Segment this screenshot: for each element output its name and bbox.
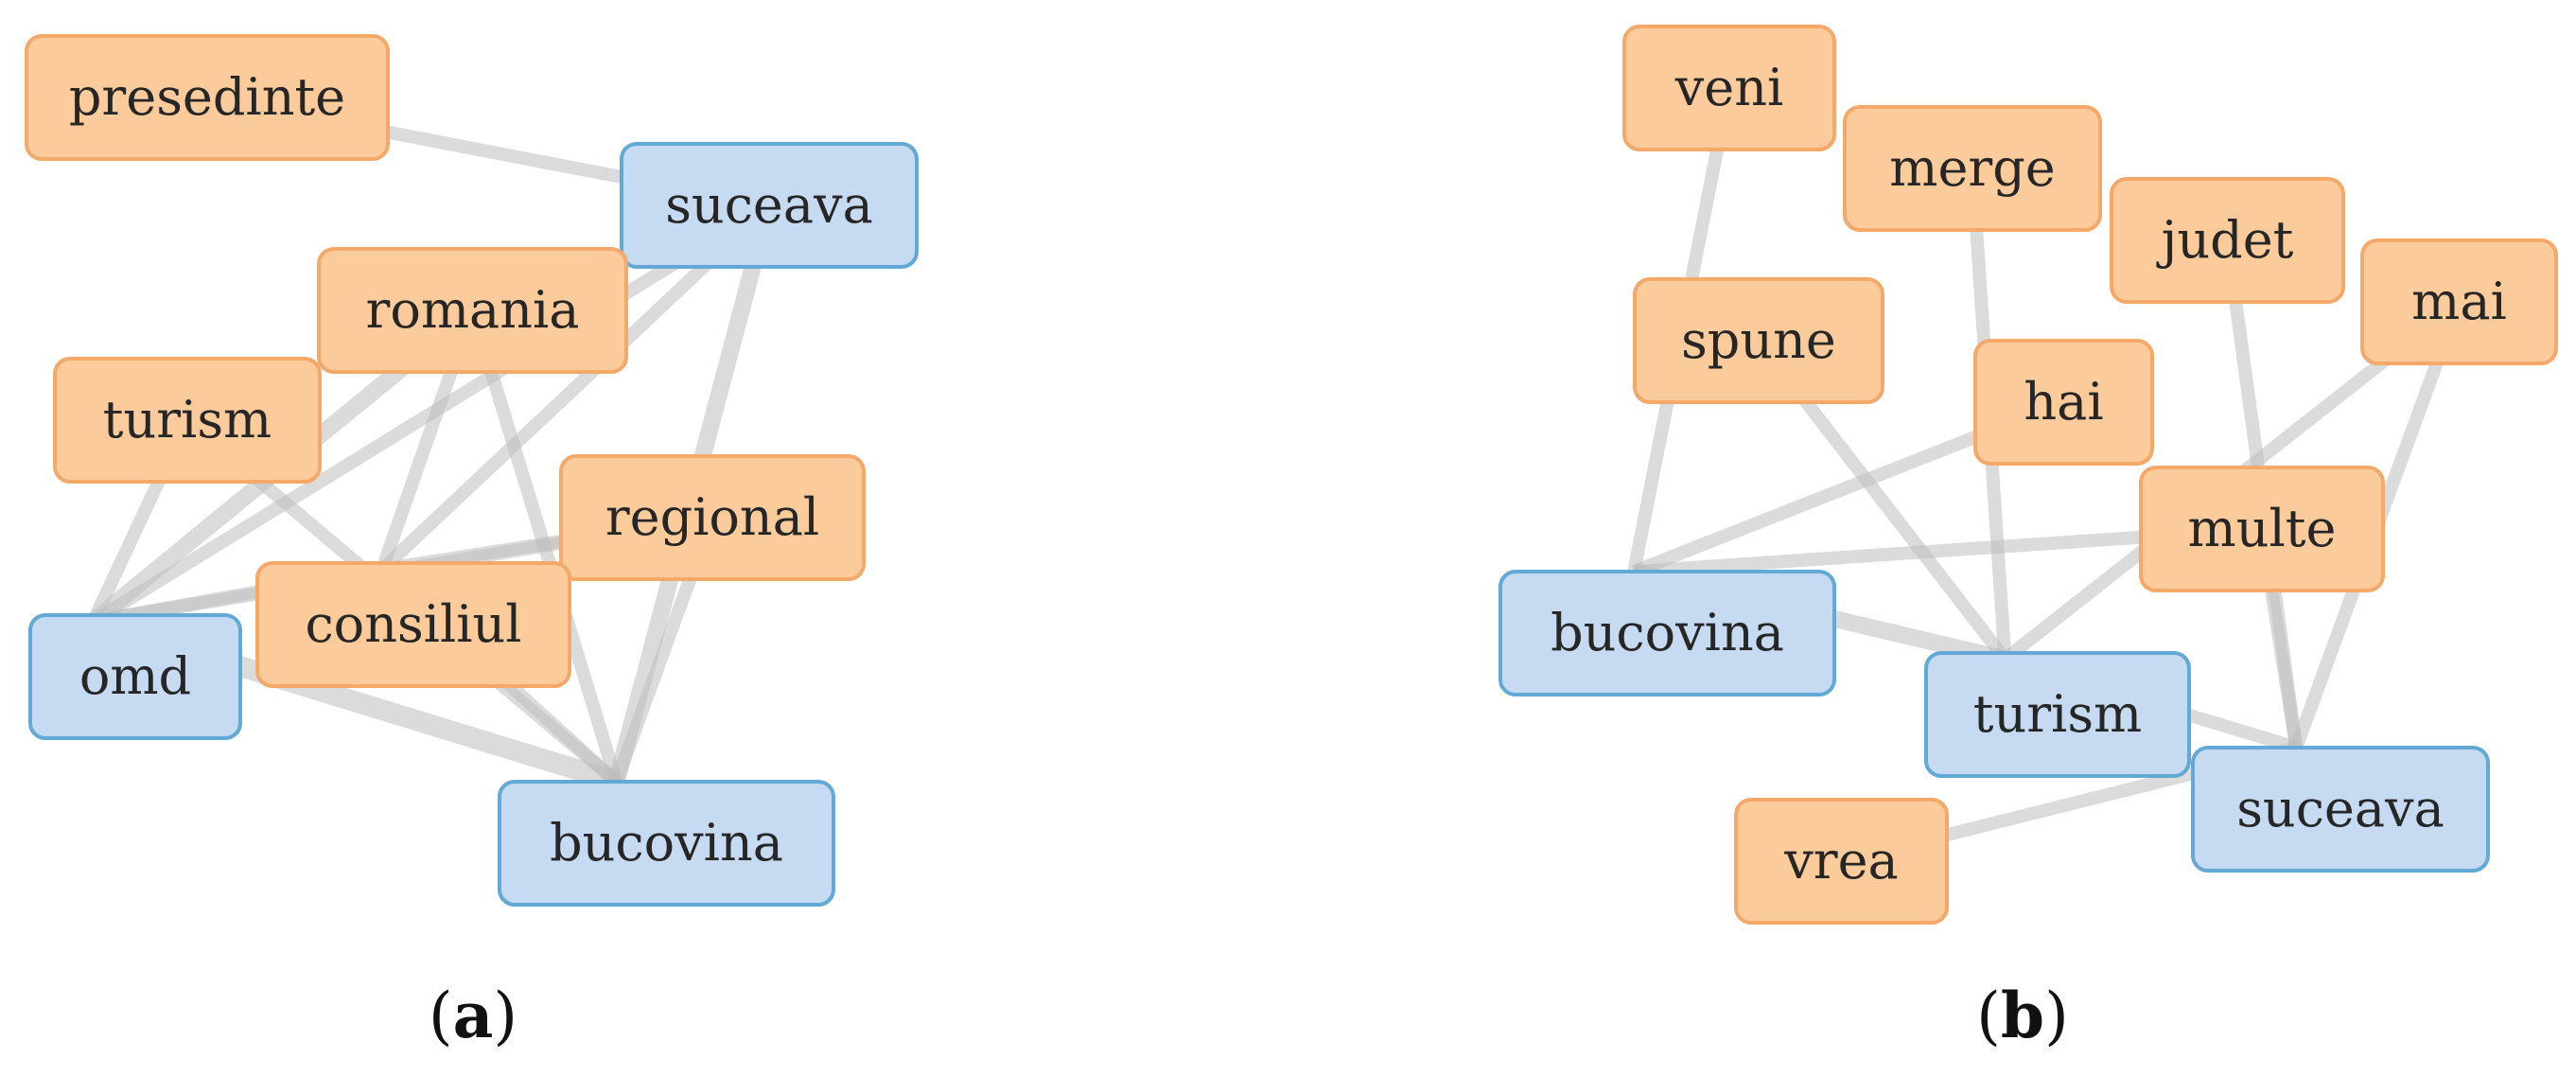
node-label: regional xyxy=(605,487,819,547)
node-label: vrea xyxy=(1783,831,1898,891)
node-box xyxy=(2360,238,2558,365)
node-label: spune xyxy=(1681,310,1836,370)
node-label: bucovina xyxy=(1551,603,1784,662)
node-box xyxy=(2110,177,2345,304)
node-romania: romania xyxy=(317,247,628,374)
node-box xyxy=(25,34,390,161)
panel-b: veni merge judet mai spune hai multe bucovina tu… xyxy=(1498,25,2558,1052)
node-label: multe xyxy=(2188,499,2337,558)
node-box xyxy=(2139,466,2385,592)
node-label: turism xyxy=(103,390,272,450)
node-box xyxy=(1973,339,2154,466)
node-box xyxy=(255,561,571,688)
node-box xyxy=(559,454,866,581)
panel-a-nodes: presedinte suceava romania turism regional co… xyxy=(25,34,919,907)
node-suceava: suceava xyxy=(620,142,919,269)
node-regional: regional xyxy=(559,454,866,581)
panel-b-caption: (b) xyxy=(1976,979,2069,1052)
node-box xyxy=(1633,277,1884,404)
node-label: suceava xyxy=(665,175,873,235)
node-judet: judet xyxy=(2110,177,2345,304)
node-label: presedinte xyxy=(69,67,345,127)
node-box xyxy=(53,357,322,484)
node-label: suceava xyxy=(2236,779,2445,838)
node-vrea: vrea xyxy=(1734,798,1949,925)
node-label: merge xyxy=(1889,138,2056,198)
node-label: omd xyxy=(79,646,191,706)
node-box xyxy=(1622,25,1836,151)
node-label: mai xyxy=(2411,272,2507,331)
node-spune: spune xyxy=(1633,277,1884,404)
node-box xyxy=(28,613,242,740)
node-label: veni xyxy=(1674,58,1784,117)
node-box xyxy=(1843,105,2102,232)
panel-a-caption: (a) xyxy=(429,979,517,1052)
node-consiliul: consiliul xyxy=(255,561,571,688)
node-box xyxy=(1498,570,1836,697)
node-suceava: suceava xyxy=(2191,746,2490,873)
node-label: romania xyxy=(366,280,580,340)
node-label: bucovina xyxy=(550,813,783,873)
panel-a: presedinte suceava romania turism regional co… xyxy=(25,34,919,1052)
node-box xyxy=(1924,651,2191,778)
node-label: turism xyxy=(1973,684,2142,744)
node-box xyxy=(2191,746,2490,873)
node-box xyxy=(1734,798,1949,925)
node-hai: hai xyxy=(1973,339,2154,466)
node-multe: multe xyxy=(2139,466,2385,592)
node-label: hai xyxy=(2024,372,2103,432)
node-presedinte: presedinte xyxy=(25,34,390,161)
node-omd: omd xyxy=(28,613,242,740)
panel-b-nodes: veni merge judet mai spune hai multe bucovina tu… xyxy=(1498,25,2558,925)
node-bucovina: bucovina xyxy=(498,780,835,907)
node-label: consiliul xyxy=(305,594,521,654)
node-label: judet xyxy=(2156,210,2294,270)
node-mai: mai xyxy=(2360,238,2558,365)
node-turism: turism xyxy=(1924,651,2191,778)
node-veni: veni xyxy=(1622,25,1836,151)
node-box xyxy=(620,142,919,269)
node-turism: turism xyxy=(53,357,322,484)
node-bucovina: bucovina xyxy=(1498,570,1836,697)
node-merge: merge xyxy=(1843,105,2102,232)
node-box xyxy=(317,247,628,374)
node-box xyxy=(498,780,835,907)
